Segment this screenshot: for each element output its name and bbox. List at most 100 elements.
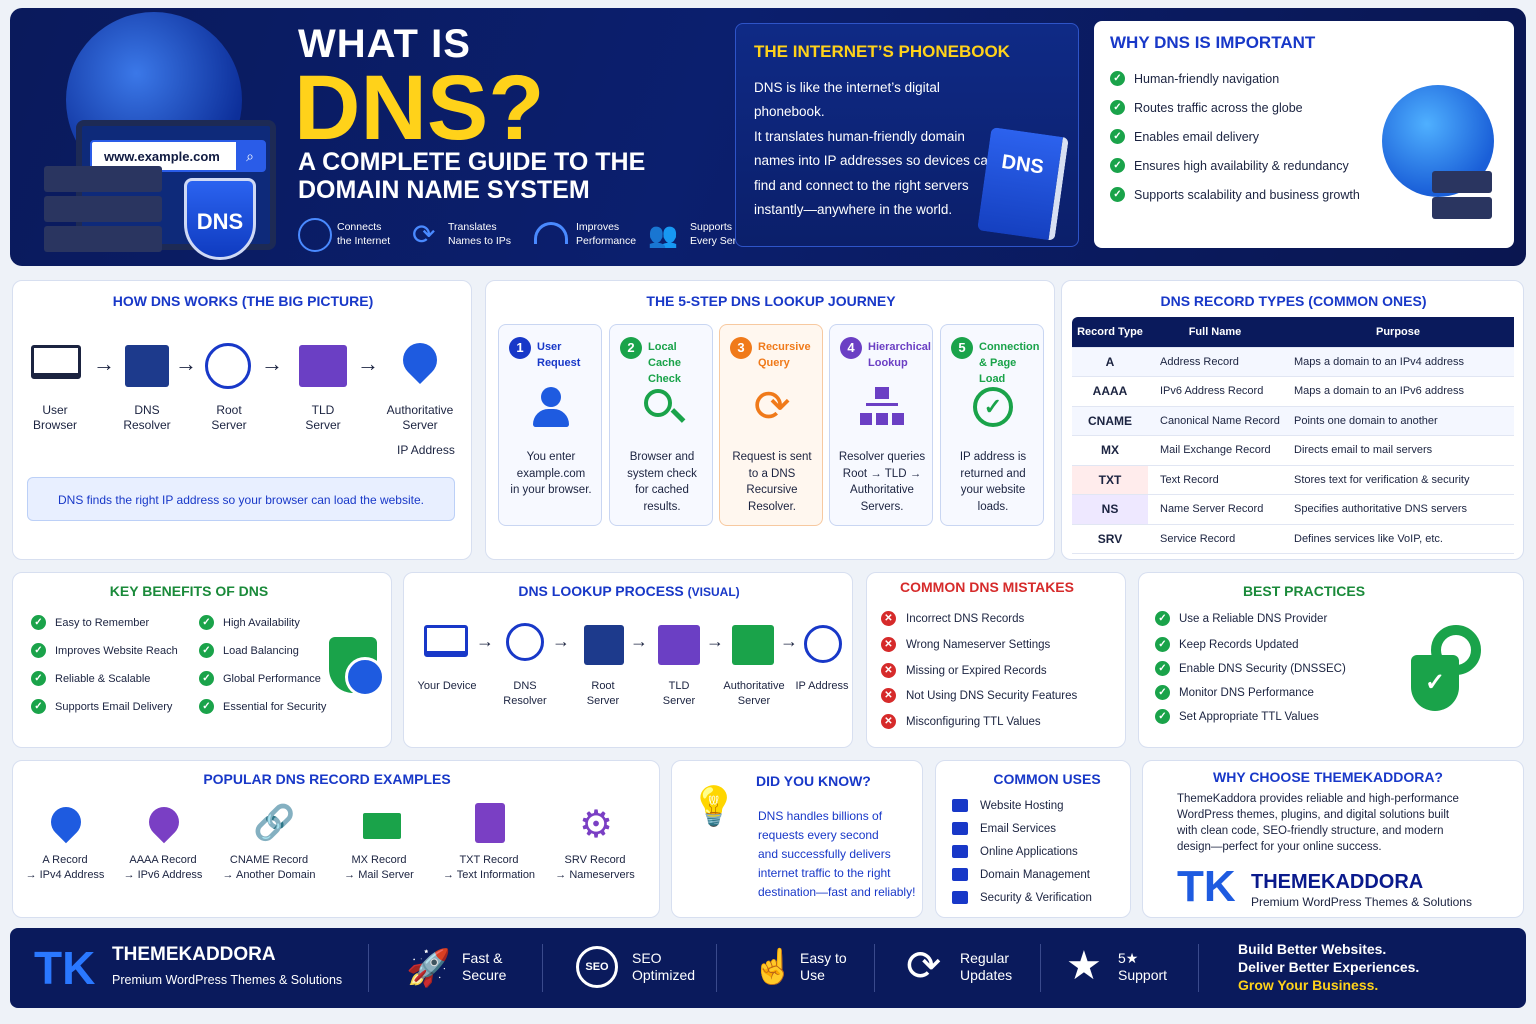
star-icon: ★ — [1066, 944, 1102, 988]
best-title: BEST PRACTICES — [1242, 583, 1366, 599]
mistakes-title: COMMON DNS MISTAKES — [900, 579, 1074, 595]
why-important-card: WHY DNS IS IMPORTANT ✓Human-friendly nav… — [1094, 21, 1514, 248]
use-item: Domain Management — [952, 868, 1090, 881]
check-icon: ✓ — [31, 615, 46, 630]
themekaddora-logo: TK — [1177, 862, 1236, 911]
hierarchy-icon — [860, 385, 904, 429]
divider — [542, 944, 543, 992]
example-label: MX Record→ Mail Server — [344, 854, 414, 881]
example-label: TXT Record→ Text Information — [442, 854, 536, 881]
footer-tagline: Premium WordPress Themes & Solutions — [112, 973, 343, 987]
mail-icon — [363, 813, 401, 839]
location-pin-icon — [44, 800, 88, 844]
refresh-icon: ⟳ — [412, 219, 436, 250]
why-item: ✓Human-friendly navigation — [1110, 71, 1279, 86]
globe-icon — [205, 343, 251, 389]
use-item: Security & Verification — [952, 891, 1092, 904]
hero-subtitle-line2: DOMAIN NAME SYSTEM — [298, 176, 590, 204]
monitor-icon — [952, 799, 968, 812]
hero-title-line1: WHAT IS — [298, 22, 471, 66]
check-icon: ✓ — [1155, 709, 1170, 724]
benefit-item: ✓Reliable & Scalable — [31, 671, 150, 686]
footer-feature: 5★Support — [1118, 950, 1168, 983]
location-pin-icon — [395, 335, 445, 385]
server-icon — [125, 345, 169, 387]
book-icon: DNS — [977, 127, 1069, 241]
location-pin-icon — [142, 800, 186, 844]
url-text: www.example.com — [104, 149, 220, 164]
best-item: ✓Keep Records Updated — [1155, 637, 1299, 652]
best-practices-card: BEST PRACTICES ✓Use a Reliable DNS Provi… — [1138, 572, 1524, 748]
arrow-icon: → — [357, 351, 379, 376]
document-icon — [475, 803, 505, 843]
why-choose-title: WHY CHOOSE THEMEKADDORA? — [1213, 769, 1443, 785]
rocket-icon: 🚀 — [406, 947, 451, 988]
check-icon: ✓ — [31, 699, 46, 714]
record-types-card: DNS RECORD TYPES (COMMON ONES) Record Ty… — [1061, 280, 1524, 560]
benefit-item: ✓Global Performance — [199, 671, 321, 686]
x-icon: ✕ — [881, 714, 896, 729]
phonebook-card: THE INTERNET’S PHONEBOOK DNS is like the… — [735, 23, 1079, 247]
footer-bar: TK THEMEKADDORA Premium WordPress Themes… — [10, 928, 1526, 1008]
divider — [716, 944, 717, 992]
footer-cta: Build Better Websites.Deliver Better Exp… — [1238, 941, 1420, 993]
laptop-icon — [31, 345, 81, 379]
dns-shield-icon: DNS — [184, 178, 256, 260]
server-icon — [44, 226, 162, 252]
server-icon — [1432, 171, 1492, 193]
visual-title: DNS LOOKUP PROCESS (VISUAL) — [518, 583, 740, 599]
magnifier-icon — [640, 385, 686, 429]
why-choose-text: ThemeKaddora provides reliable and high-… — [1177, 793, 1459, 853]
check-icon: ✓ — [1110, 158, 1125, 173]
hero-banner: www.example.com ⌕ DNS WHAT IS DNS? A COM… — [10, 8, 1526, 266]
benefit-item: ✓Easy to Remember — [31, 615, 149, 630]
refresh-icon: ⟳ — [753, 382, 791, 431]
use-item: Online Applications — [952, 845, 1078, 858]
visual-node-label: IP Address — [795, 680, 849, 692]
arrow-icon: → — [706, 631, 724, 651]
network-icon — [506, 623, 544, 661]
footer-feature: Fast &Secure — [462, 950, 507, 983]
check-icon: ✓ — [199, 671, 214, 686]
divider — [1198, 944, 1199, 992]
check-icon: ✓ — [1155, 685, 1170, 700]
seo-icon: SEO — [576, 946, 618, 988]
why-item: ✓Ensures high availability & redundancy — [1110, 158, 1349, 173]
server-icon — [1432, 197, 1492, 219]
benefit-item: ✓Essential for Security — [199, 699, 326, 714]
phonebook-title: THE INTERNET’S PHONEBOOK — [754, 42, 1010, 61]
check-icon: ✓ — [1110, 129, 1125, 144]
refresh-icon: ⟳ — [906, 942, 942, 989]
shield-globe-icon — [329, 637, 385, 697]
domain-icon — [952, 868, 968, 881]
server-icon — [658, 625, 700, 665]
speedometer-icon — [534, 222, 568, 244]
arrow-icon: → — [630, 631, 648, 651]
arrow-icon: → — [175, 351, 197, 376]
why-item: ✓Supports scalability and business growt… — [1110, 187, 1360, 202]
hero-subtitle-line1: A COMPLETE GUIDE TO THE — [298, 148, 646, 176]
best-item: ✓Set Appropriate TTL Values — [1155, 709, 1319, 724]
check-icon: ✓ — [199, 699, 214, 714]
did-you-know-title: DID YOU KNOW? — [756, 773, 871, 789]
examples-card: POPULAR DNS RECORD EXAMPLES 🔗 ⚙ A Record… — [12, 760, 660, 918]
app-icon — [952, 845, 968, 858]
phonebook-text: DNS is like the internet’s digital phone… — [754, 80, 996, 218]
